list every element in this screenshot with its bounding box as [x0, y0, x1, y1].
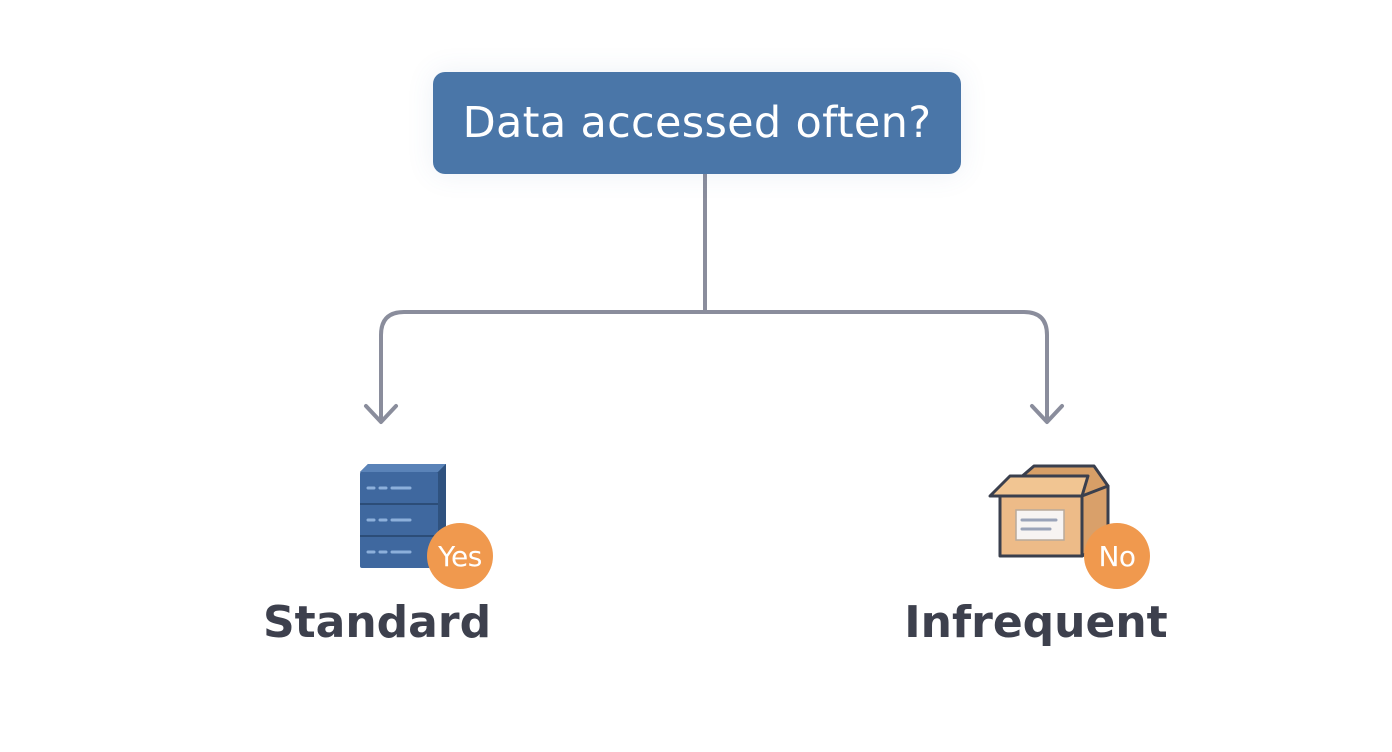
server-rack-icon: [360, 464, 446, 568]
branch-right-line: [703, 310, 1049, 422]
question-node: Data accessed often?: [433, 72, 961, 174]
question-text: Data accessed often?: [462, 98, 932, 148]
archive-box-icon: [988, 464, 1110, 558]
no-badge: No: [1084, 523, 1150, 589]
arrowhead-right: [1030, 404, 1064, 424]
outcome-label-infrequent: Infrequent: [904, 597, 1168, 648]
outcome-label-standard: Standard: [262, 597, 492, 648]
arrowhead-left: [364, 404, 398, 424]
yes-badge: Yes: [427, 523, 493, 589]
branch-left-line: [379, 310, 707, 422]
